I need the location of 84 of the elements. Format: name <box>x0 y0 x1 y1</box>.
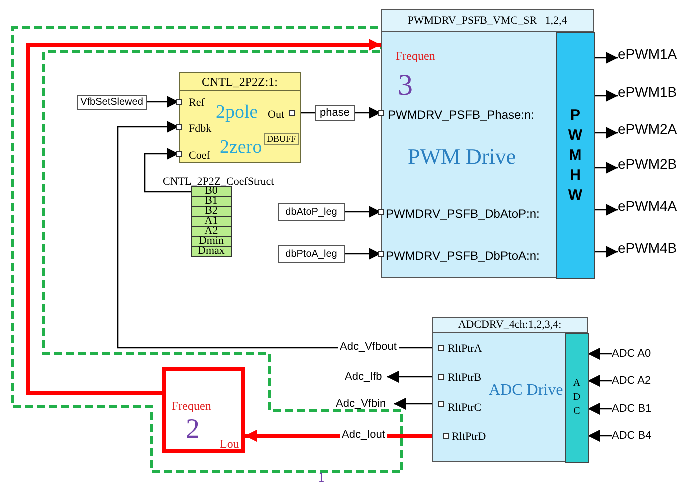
output-label: ePWM1B <box>618 83 680 101</box>
block-caption: 2pole <box>216 102 258 124</box>
signal-note: Lou <box>220 436 240 453</box>
connector-arrow <box>588 348 612 360</box>
input-label: ADC B4 <box>612 428 676 444</box>
input-label: ADC A2 <box>612 373 676 389</box>
signal-note: Frequen <box>172 398 212 415</box>
table-cell: Dmin <box>192 237 231 247</box>
converter-bar <box>565 333 589 463</box>
block-caption: PWM Drive <box>408 143 516 171</box>
table-cell: B2 <box>192 207 231 217</box>
output-label: ePWM4B <box>618 239 680 257</box>
output-label: ePWM2B <box>618 155 680 173</box>
region-number: 1 <box>318 473 325 484</box>
block-number: 3 <box>398 70 413 102</box>
table-cell: A2 <box>192 227 231 237</box>
table-cell: B0 <box>192 187 231 197</box>
port-label: Ref <box>189 96 205 111</box>
controller-block <box>179 72 301 163</box>
block-title: CNTL_2P2Z:1: <box>180 73 300 91</box>
connector-arrow <box>345 206 381 218</box>
box-label: phase <box>320 106 350 121</box>
vertical-label: PWM HW <box>568 106 583 206</box>
connector-arrow <box>117 121 432 349</box>
output-label: ePWM2A <box>618 120 680 138</box>
port-label: PWMDRV_PSFB_Phase:n: <box>388 107 535 124</box>
port-label: RltPtrD <box>452 430 486 445</box>
connector-arrow <box>594 127 618 139</box>
table-cell: B1 <box>192 197 231 207</box>
input-label: ADC A0 <box>612 346 676 362</box>
hardware-bar <box>556 32 595 279</box>
signal-note: Frequen <box>396 48 436 65</box>
connector-arrow <box>588 430 612 442</box>
connector-line <box>301 112 315 114</box>
port-label: RltPtrB <box>448 371 482 386</box>
edge-label: Adc_Vfbout <box>338 341 399 354</box>
connector-arrow <box>394 398 432 410</box>
output-label: ePWM1A <box>618 45 680 63</box>
signal-label: Adc_Vfbin <box>336 398 394 410</box>
input-box <box>77 95 147 110</box>
box-label: VfbSetSlewed <box>80 96 144 110</box>
highlight-box <box>162 367 245 453</box>
port-label: PWMDRV_PSFB_DbAtoP:n: <box>386 206 540 223</box>
block-caption: 2zero <box>220 137 262 159</box>
output-label: ePWM4A <box>618 197 680 215</box>
connector-arrow <box>355 107 381 119</box>
input-label: ADC B1 <box>612 401 676 417</box>
connector-arrow <box>594 52 618 64</box>
connector-arrow <box>594 246 618 258</box>
connector-arrow <box>144 148 191 193</box>
vertical-label: ADC <box>572 377 582 419</box>
block-number: 2 <box>186 415 200 445</box>
signal-label: Adc_Ifb <box>345 370 387 384</box>
block-caption: ADC Drive <box>489 381 564 401</box>
port-label: Out <box>268 108 284 123</box>
connector-arrow <box>26 39 381 395</box>
edge-label: Adc_Iout <box>340 429 388 442</box>
table-cell-text: Dmax <box>197 247 226 256</box>
port-label: RltPtrC <box>448 401 482 416</box>
box-label: dbAtoP_leg <box>286 206 338 220</box>
input-box <box>278 245 345 263</box>
block-title: ADCDRV_4ch:1,2,3,4: <box>433 318 587 333</box>
box-label: dbPtoA_leg <box>286 248 338 262</box>
coefficient-table <box>191 186 232 257</box>
connector-arrow <box>594 162 618 174</box>
connector-arrow <box>594 90 618 102</box>
port-label: PWMDRV_PSFB_DbPtoA:n: <box>386 248 540 265</box>
port-label: RltPtrA <box>448 342 482 357</box>
table-cell: A1 <box>192 217 231 227</box>
port-label: Fdbk <box>189 122 212 137</box>
connector-arrow <box>588 375 612 387</box>
structure-caption: CNTL_2P2Z_CoefStruct <box>163 176 274 188</box>
block-title: PWMDRV_PSFB_VMC_SR 1,2,4 <box>382 10 593 32</box>
driver-block <box>381 9 594 278</box>
connector-arrow <box>387 371 432 383</box>
driver-block <box>432 317 588 462</box>
input-box <box>278 203 345 221</box>
buffer-tag: DBUFF <box>264 133 300 145</box>
connector-arrow <box>594 204 618 216</box>
port-label: Coef <box>189 149 210 164</box>
signal-box <box>315 105 355 121</box>
connector-arrow <box>588 403 612 415</box>
connector-arrow <box>345 248 381 260</box>
connector-arrow <box>147 96 179 108</box>
